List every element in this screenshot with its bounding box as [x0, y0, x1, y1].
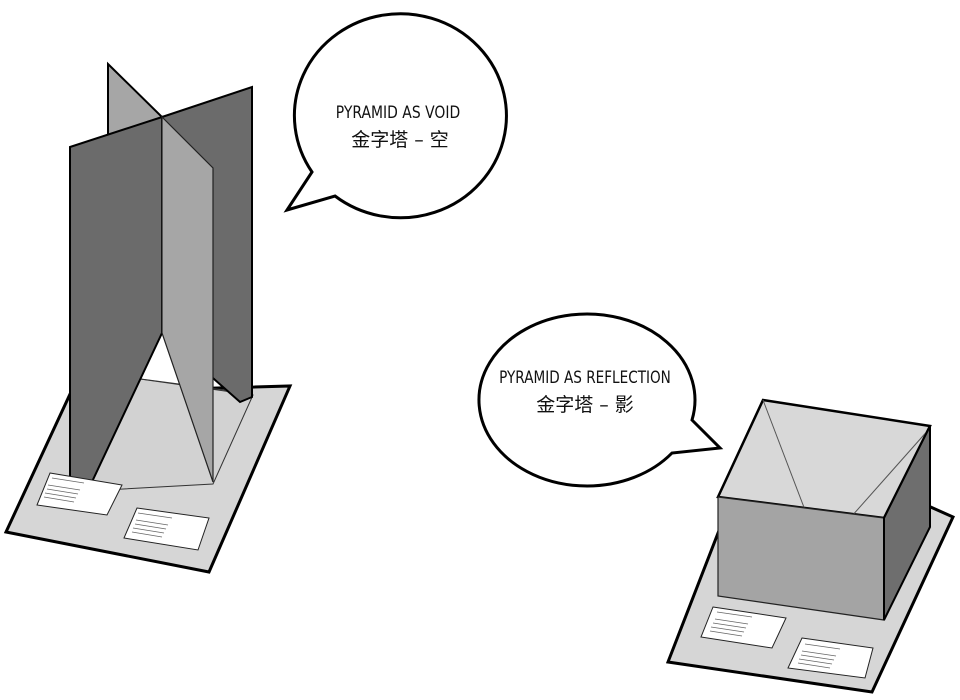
- info-card: [787, 637, 874, 679]
- speech-bubble-reflection: PYRAMID AS REFLECTION 金字塔 – 影: [477, 312, 724, 488]
- bubble-subtitle: 金字塔 – 空: [351, 129, 449, 151]
- bubble-outline: [283, 12, 508, 220]
- top-edge-line: [850, 427, 931, 518]
- info-card: [36, 472, 123, 516]
- bubble-subtitle: 金字塔 – 影: [536, 394, 634, 416]
- info-card: [123, 507, 210, 551]
- info-card: [700, 606, 787, 649]
- left-dark-panel: [69, 115, 163, 494]
- reflection-model: [665, 398, 956, 694]
- speech-bubble-void: PYRAMID AS VOID 金字塔 – 空: [283, 12, 508, 220]
- bubble-title: PYRAMID AS VOID: [336, 103, 460, 123]
- front-light-panel: [161, 115, 214, 483]
- void-model: [3, 61, 293, 574]
- box-side: [883, 425, 931, 621]
- bubble-title: PYRAMID AS REFLECTION: [499, 368, 671, 388]
- bubble-outline: [477, 312, 724, 488]
- top-edge-line: [762, 399, 806, 511]
